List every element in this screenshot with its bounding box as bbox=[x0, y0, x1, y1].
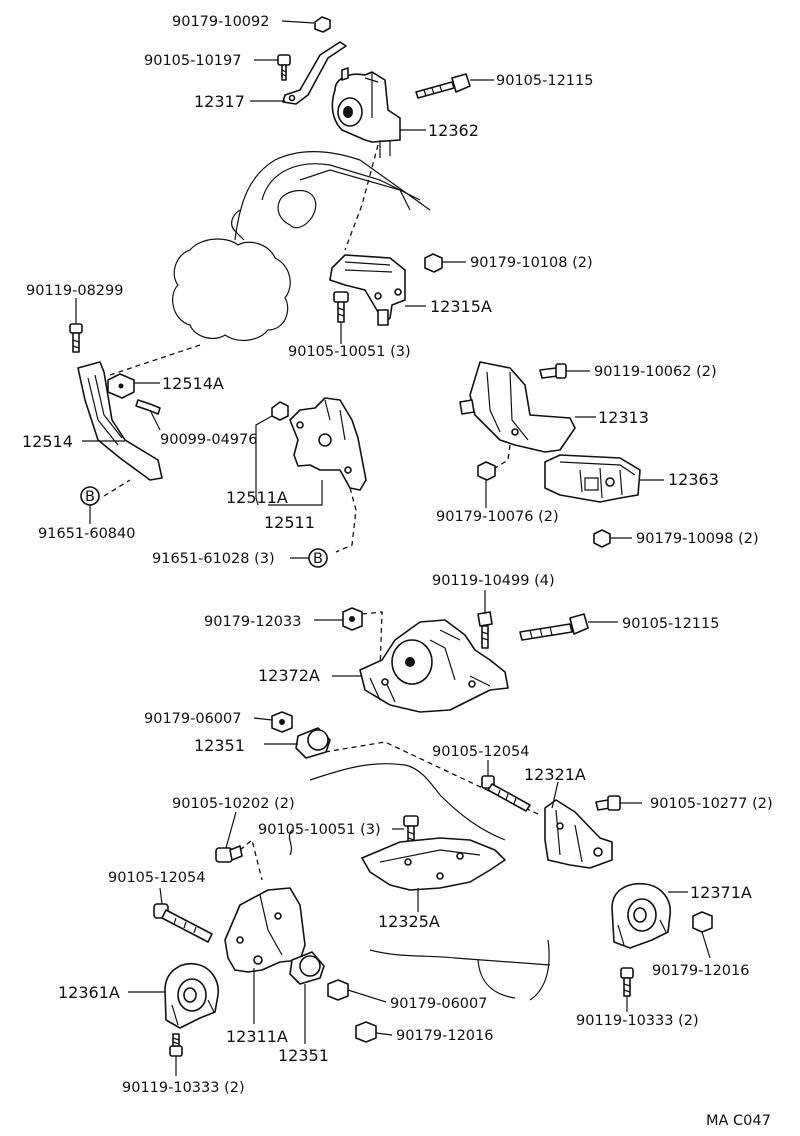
bolt-90119-10333-right bbox=[620, 967, 634, 997]
label-12351-top: 12351 bbox=[194, 736, 245, 755]
nut-90179-12016-right bbox=[692, 911, 713, 933]
bushing-12351-bottom bbox=[289, 951, 325, 985]
label-90105-10051-a: 90105-10051 (3) bbox=[288, 344, 411, 360]
bolt-90105-10277 bbox=[595, 795, 621, 811]
label-12371A: 12371A bbox=[690, 883, 752, 902]
mount-12361A bbox=[164, 963, 220, 1029]
b-marker-middle: B bbox=[308, 548, 328, 568]
label-90105-10197: 90105-10197 bbox=[144, 53, 242, 69]
nut-90179-10108 bbox=[424, 253, 443, 273]
label-90179-10076: 90179-10076 (2) bbox=[436, 509, 559, 525]
label-90179-06007-top: 90179-06007 bbox=[144, 711, 242, 727]
b-marker-left-label: B bbox=[85, 489, 95, 505]
label-90179-10092: 90179-10092 bbox=[172, 14, 270, 30]
label-90179-12016-right: 90179-12016 bbox=[652, 963, 750, 979]
label-12514A: 12514A bbox=[162, 374, 224, 393]
label-90105-10202: 90105-10202 (2) bbox=[172, 796, 295, 812]
label-90119-10333-left: 90119-10333 (2) bbox=[122, 1080, 245, 1096]
mount-12362 bbox=[331, 67, 401, 251]
nut-90179-12033 bbox=[342, 607, 383, 671]
mount-12372A bbox=[359, 619, 509, 713]
bolt-90119-10062 bbox=[539, 363, 567, 379]
label-90119-08299: 90119-08299 bbox=[26, 283, 124, 299]
mount-12371A bbox=[611, 882, 671, 949]
nut-90179-10092 bbox=[314, 16, 331, 33]
nut-90179-12016-bottom bbox=[355, 1021, 377, 1043]
label-12363: 12363 bbox=[668, 470, 719, 489]
label-90179-12016-bottom: 90179-12016 bbox=[396, 1028, 494, 1044]
label-12315A: 12315A bbox=[430, 297, 492, 316]
label-90105-12054-right: 90105-12054 bbox=[432, 744, 530, 760]
label-12325A: 12325A bbox=[378, 912, 440, 931]
nut-12514A bbox=[107, 373, 135, 399]
bolt-90119-10499 bbox=[477, 611, 493, 649]
label-12511: 12511 bbox=[264, 513, 315, 532]
b-marker-left: B bbox=[80, 479, 131, 506]
bolt-90119-08299 bbox=[69, 323, 83, 353]
bolt-90105-10197 bbox=[277, 54, 291, 81]
bolt-90105-12054-right bbox=[481, 775, 531, 812]
bracket-12313 bbox=[459, 361, 576, 471]
label-90119-10333-right: 90119-10333 (2) bbox=[576, 1013, 699, 1029]
label-12514: 12514 bbox=[22, 432, 73, 451]
part-labels: 90179-10092 90105-10197 12317 90105-1211… bbox=[22, 14, 773, 1129]
label-90105-10051-b: 90105-10051 (3) bbox=[258, 822, 381, 838]
bolt-90105-12115-mid bbox=[519, 613, 589, 641]
label-91651-61028: 91651-61028 (3) bbox=[152, 551, 275, 567]
label-90119-10499: 90119-10499 (4) bbox=[432, 573, 555, 589]
label-90179-12033: 90179-12033 bbox=[204, 614, 302, 630]
label-12372A: 12372A bbox=[258, 666, 320, 685]
label-12321A: 12321A bbox=[524, 765, 586, 784]
b-marker-middle-label: B bbox=[313, 551, 323, 567]
diagram-code: MA C047 bbox=[706, 1113, 771, 1129]
bracket-12511 bbox=[289, 397, 367, 553]
label-12362: 12362 bbox=[428, 121, 479, 140]
label-90119-10062: 90119-10062 (2) bbox=[594, 364, 717, 380]
nut-90179-10076 bbox=[477, 461, 496, 481]
label-90105-12115-mid: 90105-12115 bbox=[622, 616, 720, 632]
label-90179-10108: 90179-10108 (2) bbox=[470, 255, 593, 271]
plate-12325A bbox=[361, 837, 506, 891]
label-12511A: 12511A bbox=[226, 488, 288, 507]
label-90099-04976: 90099-04976 bbox=[160, 432, 258, 448]
label-91651-60840: 91651-60840 bbox=[38, 526, 136, 542]
label-12313: 12313 bbox=[598, 408, 649, 427]
bolt-90119-10333-left bbox=[169, 1033, 183, 1057]
label-12317: 12317 bbox=[194, 92, 245, 111]
label-90105-10277: 90105-10277 (2) bbox=[650, 796, 773, 812]
bolt-90105-10051-a bbox=[333, 291, 349, 323]
label-12361A: 12361A bbox=[58, 983, 120, 1002]
bracket-12317 bbox=[282, 41, 347, 105]
label-90179-06007-bottom: 90179-06007 bbox=[390, 996, 488, 1012]
bushing-12511A bbox=[271, 401, 289, 421]
screw-90099-04976 bbox=[135, 399, 161, 415]
mount-12363 bbox=[544, 454, 641, 503]
nut-90179-06007-top bbox=[271, 711, 293, 733]
bracket-12315A bbox=[329, 254, 406, 326]
rod-12514 bbox=[77, 361, 163, 481]
bracket-12321A bbox=[544, 799, 613, 869]
bushing-12351-top bbox=[295, 727, 331, 759]
label-90105-12115-top: 90105-12115 bbox=[496, 73, 594, 89]
bolt-90105-12115-top bbox=[415, 73, 471, 99]
label-90179-10098: 90179-10098 (2) bbox=[636, 531, 759, 547]
label-12311A: 12311A bbox=[226, 1027, 288, 1046]
nut-90179-06007-bottom bbox=[327, 979, 349, 1001]
engine-outline-top bbox=[109, 151, 431, 376]
bolt-90105-10202 bbox=[215, 838, 263, 881]
leader-lines bbox=[75, 20, 711, 1076]
bolt-90105-12054-left bbox=[153, 903, 213, 943]
label-90105-12054-left: 90105-12054 bbox=[108, 870, 206, 886]
label-12351-bottom: 12351 bbox=[278, 1046, 329, 1065]
nut-90179-10098 bbox=[593, 529, 611, 548]
